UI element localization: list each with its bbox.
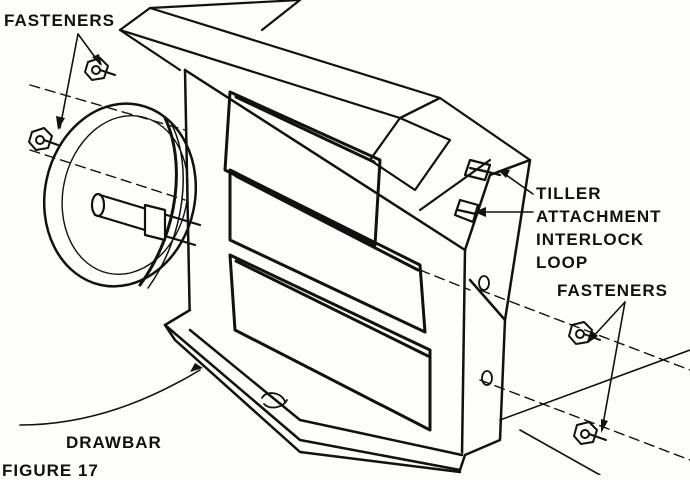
frame-body bbox=[163, 68, 532, 474]
assembly-centerlines bbox=[29, 84, 690, 461]
drawbar-label: DRAWBAR bbox=[66, 433, 162, 452]
tiller-label-line-1: TILLER bbox=[536, 184, 602, 203]
tiller-label-line-4: LOOP bbox=[536, 253, 589, 272]
interlock-loop bbox=[453, 158, 502, 224]
arrowheads bbox=[56, 54, 608, 433]
fastener-top-lower bbox=[28, 127, 59, 151]
base-lines bbox=[499, 349, 690, 475]
tiller-interlock-label: TILLER ATTACHMENT INTERLOCK LOOP bbox=[536, 182, 662, 274]
fastener-right-upper bbox=[568, 321, 601, 345]
figure-caption: FIGURE 17 bbox=[2, 461, 99, 480]
top-housing bbox=[118, 0, 532, 212]
fasteners-right-label: FASTENERS bbox=[557, 281, 669, 300]
axle-shaft bbox=[90, 192, 202, 247]
fasteners-top-label: FASTENERS bbox=[4, 11, 116, 30]
side-panels bbox=[223, 90, 432, 432]
tiller-label-line-3: INTERLOCK bbox=[536, 230, 645, 249]
tiller-label-line-2: ATTACHMENT bbox=[536, 207, 662, 226]
leader-lines bbox=[19, 33, 626, 431]
frame-holes bbox=[261, 275, 493, 409]
fastener-right-lower bbox=[573, 421, 607, 445]
